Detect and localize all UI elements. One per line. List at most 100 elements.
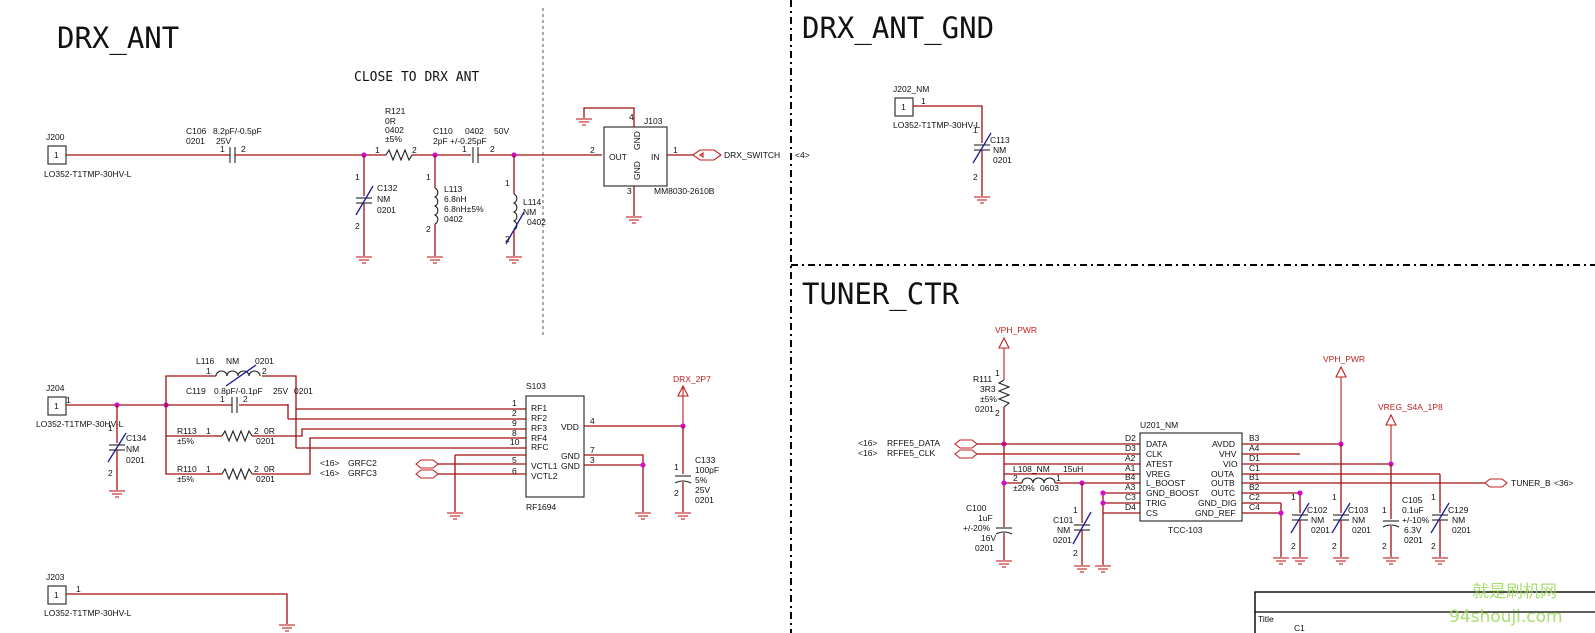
rffe-net-ports: <16> RFFE5_DATA <16> RFFE5_CLK <box>858 438 1140 465</box>
svg-text:J204: J204 <box>46 383 65 393</box>
close-to-ant-note: CLOSE TO DRX ANT <box>354 70 479 85</box>
svg-text:A2: A2 <box>1125 453 1136 463</box>
svg-text:2: 2 <box>426 224 431 234</box>
svg-text:R110: R110 <box>177 464 197 474</box>
c103-tunable-capacitor: C103 NM 0201 2 1 <box>1331 444 1371 557</box>
svg-text:R113: R113 <box>177 426 197 436</box>
svg-text:C105: C105 <box>1402 495 1423 505</box>
svg-text:6.8nH±5%: 6.8nH±5% <box>444 204 484 214</box>
svg-text:25V: 25V <box>695 485 710 495</box>
svg-text:VDD: VDD <box>561 422 579 432</box>
svg-text:1: 1 <box>995 368 1000 378</box>
s103-rf-switch-ic: S103 RF1694 RF1 RF2 RF3 RF4 RFC VDD GND … <box>510 381 595 512</box>
r121-resistor: R121 0R 0402 ±5% 1 2 <box>375 106 417 162</box>
svg-text:1: 1 <box>76 584 81 594</box>
svg-text:2: 2 <box>674 488 679 498</box>
svg-text:0201: 0201 <box>377 205 396 215</box>
c101-tunable-capacitor: C101 NM 0201 1 2 <box>1053 483 1092 573</box>
svg-text:OUTA: OUTA <box>1211 469 1234 479</box>
svg-text:2: 2 <box>995 408 1000 418</box>
svg-text:10: 10 <box>510 437 520 447</box>
svg-text:2: 2 <box>262 366 267 376</box>
svg-text:+/-10%: +/-10% <box>1402 515 1430 525</box>
svg-text:5: 5 <box>512 455 517 465</box>
svg-text:RF2: RF2 <box>531 413 547 423</box>
svg-text:OUTC: OUTC <box>1211 488 1235 498</box>
svg-text:2pF +/-0.25pF: 2pF +/-0.25pF <box>433 136 487 146</box>
j103-rf-switch-connector: OUT IN GND GND J103 MM8030-2610B 2 1 3 4 <box>576 107 715 224</box>
svg-text:C132: C132 <box>377 183 398 193</box>
svg-text:RF4: RF4 <box>531 433 547 443</box>
svg-text:NM: NM <box>226 356 239 366</box>
svg-text:GND_REF: GND_REF <box>1195 508 1236 518</box>
svg-text:A3: A3 <box>1125 482 1136 492</box>
svg-text:0201: 0201 <box>1452 525 1471 535</box>
svg-text:GND: GND <box>632 131 642 150</box>
r110-resistor: R110 ±5% 1 2 0R 0201 <box>177 464 275 484</box>
svg-text:0201: 0201 <box>993 155 1012 165</box>
vreg-s4a-arrow: VREG_S4A_1P8 <box>1378 402 1443 464</box>
svg-text:0402: 0402 <box>444 214 463 224</box>
svg-text:+/-20%: +/-20% <box>963 523 991 533</box>
svg-text:<16>: <16> <box>858 448 877 458</box>
svg-text:ATEST: ATEST <box>1146 459 1173 469</box>
svg-text:1: 1 <box>512 398 517 408</box>
svg-text:1: 1 <box>206 426 211 436</box>
svg-text:<36>: <36> <box>1554 478 1573 488</box>
svg-text:J103: J103 <box>644 116 663 126</box>
svg-text:C2: C2 <box>1249 492 1260 502</box>
svg-text:LO352-T1TMP-30HV-L: LO352-T1TMP-30HV-L <box>44 608 132 618</box>
svg-text:RF3: RF3 <box>531 423 547 433</box>
svg-text:2: 2 <box>490 144 495 154</box>
svg-text:0201: 0201 <box>695 495 714 505</box>
svg-text:2: 2 <box>241 144 246 154</box>
svg-text:J202_NM: J202_NM <box>893 84 929 94</box>
svg-text:RFFE5_CLK: RFFE5_CLK <box>887 448 936 458</box>
svg-text:1: 1 <box>921 96 926 106</box>
svg-text:2: 2 <box>1431 541 1436 551</box>
svg-text:2: 2 <box>412 145 417 155</box>
svg-text:VREG: VREG <box>1146 469 1170 479</box>
svg-text:4: 4 <box>629 112 634 122</box>
svg-text:A4: A4 <box>1249 443 1260 453</box>
svg-text:7: 7 <box>590 445 595 455</box>
l108-inductor: L108_NM 15uH ±20% 0603 2 1 <box>1004 464 1140 493</box>
svg-text:0201: 0201 <box>255 356 274 366</box>
svg-text:AVDD: AVDD <box>1212 439 1235 449</box>
svg-text:C1: C1 <box>1294 623 1305 633</box>
svg-text:±20%: ±20% <box>1013 483 1035 493</box>
svg-text:NM: NM <box>1352 515 1365 525</box>
c106-capacitor: C106 8.2pF/-0.5pF 0201 25V 1 2 <box>186 126 263 163</box>
c100-capacitor: C100 1uF +/-20% 16V 0201 <box>963 503 1013 568</box>
svg-text:C100: C100 <box>966 503 987 513</box>
svg-text:MM8030-2610B: MM8030-2610B <box>654 186 715 196</box>
svg-text:6.8nH: 6.8nH <box>444 194 467 204</box>
svg-text:1: 1 <box>674 462 679 472</box>
svg-text:1: 1 <box>1056 473 1061 483</box>
svg-text:1uF: 1uF <box>978 513 993 523</box>
svg-text:OUT: OUT <box>609 152 627 162</box>
svg-text:RFFE5_DATA: RFFE5_DATA <box>887 438 940 448</box>
svg-text:100pF: 100pF <box>695 465 719 475</box>
svg-text:A1: A1 <box>1125 463 1136 473</box>
svg-text:2: 2 <box>108 468 113 478</box>
svg-text:C1: C1 <box>1249 463 1260 473</box>
svg-text:就是刷机网: 就是刷机网 <box>1472 582 1557 602</box>
svg-text:1: 1 <box>462 144 467 154</box>
c113-tunable-capacitor: C113 NM 0201 1 2 <box>972 125 1012 204</box>
svg-text:C129: C129 <box>1448 505 1469 515</box>
svg-text:2: 2 <box>243 394 248 404</box>
svg-text:B2: B2 <box>1249 482 1260 492</box>
svg-text:C119: C119 <box>186 386 206 396</box>
svg-text:±5%: ±5% <box>385 134 402 144</box>
drx-2p7-power-arrow: DRX_2P7 <box>673 374 711 426</box>
svg-text:0201: 0201 <box>256 474 275 484</box>
svg-text:0R: 0R <box>264 426 275 436</box>
svg-text:0201: 0201 <box>126 455 145 465</box>
svg-text:GND_BOOST: GND_BOOST <box>1146 488 1199 498</box>
c129-tunable-capacitor: C129 NM 0201 1 2 <box>1430 474 1471 565</box>
svg-text:R121: R121 <box>385 106 406 116</box>
c105-capacitor: C105 0.1uF +/-10% 6.3V 0201 1 2 <box>1382 464 1430 565</box>
j202-connector: 1 J202_NM LO352-T1TMP-30HV-L 1 <box>893 84 983 143</box>
